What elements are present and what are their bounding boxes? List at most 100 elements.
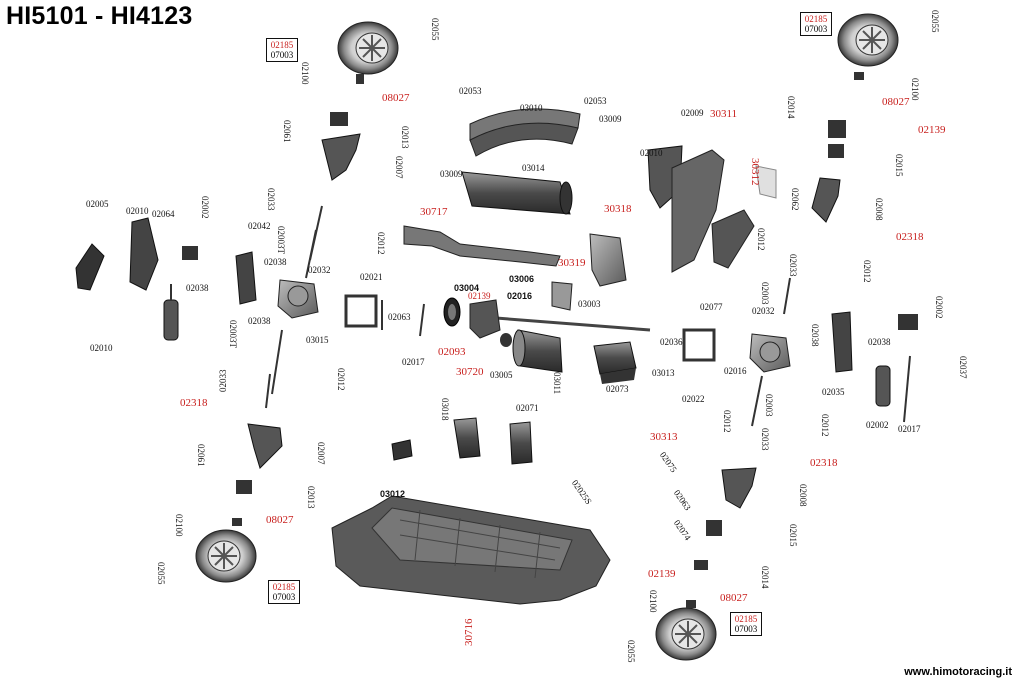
part-label: 02017	[898, 424, 921, 434]
part-label: 02061	[282, 120, 292, 143]
chassis-plate	[331, 495, 611, 605]
part-label: 03010	[520, 103, 543, 113]
arm-bottom-right	[721, 467, 757, 509]
spur-gear	[443, 297, 461, 327]
part-label: 30312	[749, 158, 761, 186]
part-label: 02010	[90, 343, 113, 353]
wheel-label-top-left: 02185 07003	[266, 38, 298, 62]
right-shock	[875, 314, 918, 407]
part-label: 02003T	[228, 320, 238, 348]
part-label: 02139	[918, 124, 946, 136]
part-label: 03012	[380, 489, 406, 499]
part-label: 02002	[200, 196, 210, 219]
motor	[512, 329, 563, 373]
part-label: 02015	[788, 524, 798, 547]
part-label: 30313	[650, 431, 678, 443]
switch	[391, 439, 413, 461]
wheel-rim-part: 07003	[272, 592, 296, 602]
part-label: 02062	[790, 188, 800, 211]
part-label: 02014	[786, 96, 796, 119]
part-label: 02071	[516, 403, 539, 413]
part-label: 02021	[360, 272, 383, 282]
wheel-rim-part: 07003	[270, 50, 294, 60]
arm-bottom-left	[247, 423, 283, 469]
motor-mount	[469, 299, 501, 339]
part-label: 02139	[648, 568, 676, 580]
part-label: 02042	[248, 221, 271, 231]
part-label: 02053	[459, 86, 482, 96]
wheel-label-bottom-left: 02185 07003	[268, 580, 300, 604]
part-label: 30319	[558, 257, 586, 269]
part-label: 03004	[454, 283, 480, 293]
page-title: HI5101 - HI4123	[6, 2, 193, 30]
part-label: 30720	[456, 366, 484, 378]
part-label: 03005	[490, 370, 513, 380]
rear-gearbox	[749, 333, 791, 373]
part-label: 02055	[930, 10, 940, 33]
part-label: 02012	[756, 228, 766, 251]
drive-shaft	[469, 314, 651, 332]
part-label: 03009	[599, 114, 622, 124]
part-label: 03006	[509, 274, 535, 284]
battery-pack	[461, 171, 573, 215]
front-bumper	[75, 243, 105, 291]
part-label: 02061	[196, 444, 206, 467]
website-url[interactable]: www.himotoracing.it	[904, 666, 1012, 678]
part-label: 02100	[174, 514, 184, 537]
battery-strap	[469, 108, 581, 157]
part-label: 02007	[316, 442, 326, 465]
part-label: 02033	[788, 254, 798, 277]
part-label: 08027	[266, 514, 294, 526]
wheel-tire-part: 02185	[734, 614, 758, 624]
front-body-mount	[129, 217, 159, 291]
part-label: 02055	[156, 562, 166, 585]
rear-wing-plate	[711, 209, 755, 269]
part-label: 30311	[710, 108, 738, 120]
part-label: 02038	[810, 324, 820, 347]
part-label: 30717	[420, 206, 448, 218]
part-label: 02063	[388, 312, 411, 322]
part-label: 02033	[218, 369, 228, 393]
part-label: 02013	[306, 486, 316, 509]
part-label: 02015	[894, 154, 904, 177]
front-bulkhead-frame	[344, 294, 716, 362]
part-label: 02033	[266, 188, 276, 211]
part-label: 02037	[958, 356, 968, 379]
part-label: 02100	[648, 590, 658, 613]
part-label: 02038	[264, 257, 287, 267]
part-label: 02010	[126, 206, 149, 216]
wheel-bottom-left	[195, 529, 257, 583]
pinion	[500, 333, 512, 347]
link-rods	[265, 205, 911, 427]
part-label: 02012	[336, 368, 346, 391]
part-label: 30716	[463, 618, 475, 647]
part-label: 02017	[402, 357, 425, 367]
part-label: 02032	[752, 306, 775, 316]
part-label: 02012	[376, 232, 386, 255]
part-label: 02005	[86, 199, 109, 209]
part-label: 02014	[760, 566, 770, 589]
part-label: 03014	[522, 163, 545, 173]
part-label: 02318	[810, 457, 838, 469]
part-label: 02064	[152, 209, 175, 219]
part-label: 02012	[862, 260, 872, 283]
part-label: 02003	[760, 282, 770, 305]
part-label: 08027	[382, 92, 410, 104]
part-label: 02139	[468, 291, 491, 301]
part-label: 02100	[300, 62, 310, 85]
part-label: 02012	[722, 410, 732, 433]
part-label: 02038	[868, 337, 891, 347]
part-label: 02003	[764, 394, 774, 417]
part-label: 02038	[186, 283, 209, 293]
part-label: 02318	[896, 231, 924, 243]
part-label: 30318	[604, 203, 632, 215]
hub-parts	[232, 72, 864, 608]
part-label: 02036	[660, 337, 683, 347]
wheel-rim-part: 07003	[734, 624, 758, 634]
part-label: 03018	[440, 398, 450, 421]
part-label: 02002	[866, 420, 889, 430]
part-label: 03015	[306, 335, 329, 345]
wheel-bottom-right	[655, 607, 717, 661]
diff-cover	[589, 233, 627, 287]
